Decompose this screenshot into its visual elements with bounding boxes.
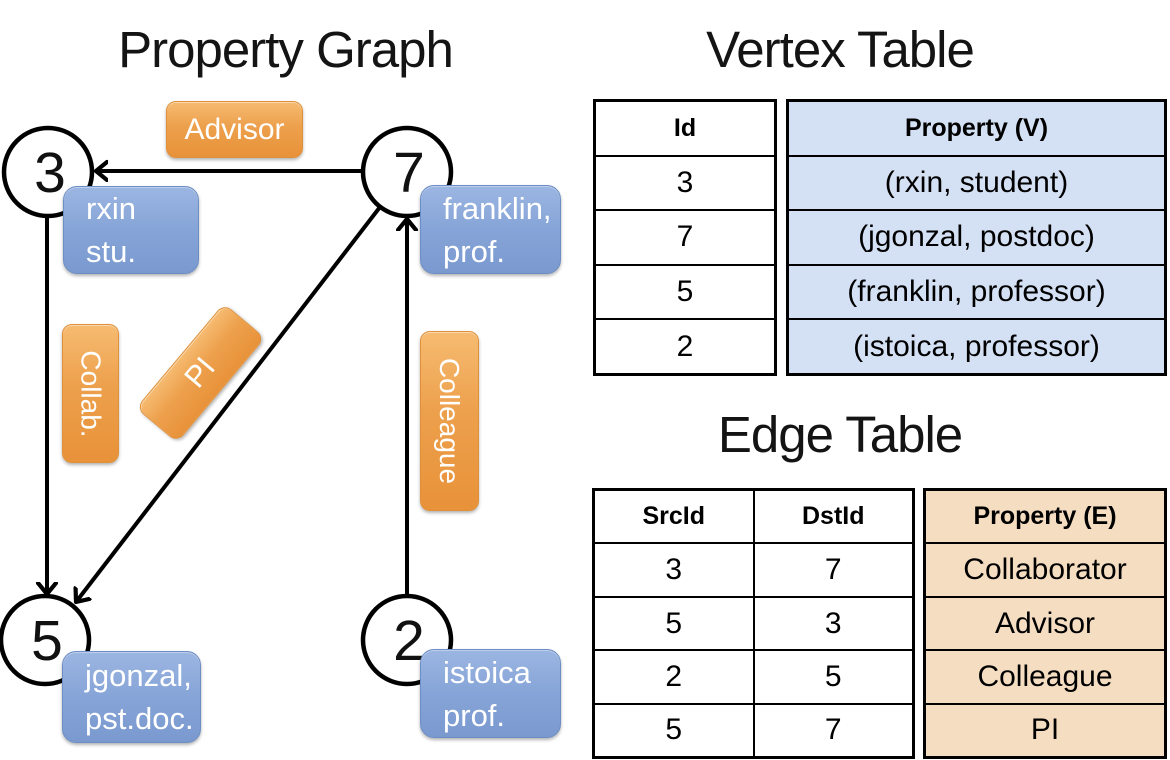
edge-label-text: Colleague [434, 357, 466, 485]
table-row: 3 7 [595, 542, 912, 596]
table-row: Collaborator [926, 542, 1164, 595]
vertex-card-line: franklin, [443, 190, 552, 226]
vertex-card-line: prof. [443, 697, 506, 733]
vertex-card-line: pst.doc. [85, 701, 194, 736]
vertex-table-id-header: Id [673, 113, 697, 142]
table-row: (jgonzal, postdoc) [789, 209, 1164, 264]
edge-dst-cell: 7 [824, 553, 842, 587]
edge-src-cell: 2 [595, 651, 755, 703]
vertex-id-cell: 5 [676, 275, 694, 309]
node-id-label: 7 [393, 141, 425, 205]
edge-src-cell: 3 [595, 544, 755, 596]
vertex-id-cell: 2 [676, 329, 694, 363]
edge-src-cell: 5 [595, 704, 755, 757]
edge-table-id-columns: SrcId DstId 3 7 5 3 2 5 5 7 [592, 488, 915, 759]
vertex-table-title: Vertex Table [706, 21, 975, 78]
edge-table-srcid-header: SrcId [595, 491, 755, 543]
vertex-card-jgonzal: jgonzal, pst.doc. [62, 651, 201, 743]
edge-label-text: PI [178, 351, 222, 395]
table-row: 5 3 [595, 595, 912, 650]
vertex-property-cell: (rxin, student) [884, 165, 1069, 199]
edge-dst-cell: 7 [824, 713, 842, 747]
vertex-card-line: jgonzal, [85, 658, 192, 693]
table-row: 2 [596, 318, 774, 373]
table-row: Advisor [926, 595, 1164, 649]
vertex-table-property-column: Property (V) (rxin, student) (jgonzal, p… [786, 99, 1167, 376]
table-row: PI [926, 702, 1164, 756]
vertex-table-property-header: Property (V) [904, 113, 1049, 142]
vertex-table-id-column: Id 3 7 5 2 [593, 99, 777, 376]
table-row: Colleague [926, 649, 1164, 702]
edge-label-colleague: Colleague [420, 331, 479, 511]
edge-label-text: Advisor [184, 112, 285, 146]
table-row: (istoica, professor) [789, 318, 1164, 373]
vertex-card-franklin: franklin, prof. [420, 185, 561, 274]
table-row: 7 [596, 209, 774, 264]
edge-table-property-header: Property (E) [973, 502, 1117, 531]
vertex-card-line: istoica [443, 654, 531, 690]
edge-dst-cell: 3 [824, 606, 842, 640]
vertex-property-cell: (franklin, professor) [847, 275, 1106, 309]
edge-property-cell: Collaborator [963, 553, 1127, 587]
vertex-card-line: rxin [86, 191, 136, 226]
table-row: (rxin, student) [789, 154, 1164, 210]
edge-5-to-7-pi [76, 205, 382, 602]
edge-property-cell: PI [1030, 713, 1060, 747]
node-id-label: 2 [393, 609, 425, 673]
vertex-card-line: prof. [443, 233, 506, 269]
table-row: 2 5 [595, 649, 912, 703]
node-id-label: 5 [31, 609, 63, 673]
vertex-property-cell: (istoica, professor) [853, 329, 1100, 363]
edge-table-title: Edge Table [717, 406, 963, 463]
edge-label-text: Collab. [75, 349, 107, 438]
vertex-property-cell: (jgonzal, postdoc) [858, 220, 1095, 254]
vertex-card-rxin: rxin stu. [63, 186, 199, 274]
vertex-id-cell: 3 [676, 165, 694, 199]
edge-table-property-column: Property (E) Collaborator Advisor Collea… [923, 488, 1167, 759]
node-id-label: 3 [34, 141, 66, 205]
table-row: 5 [596, 263, 774, 319]
vertex-card-line: stu. [86, 234, 136, 269]
edge-label-advisor: Advisor [166, 101, 303, 158]
edge-property-cell: Colleague [977, 659, 1113, 693]
edge-src-cell: 5 [595, 597, 755, 650]
vertex-card-istoica: istoica prof. [420, 649, 561, 738]
edge-dst-cell: 5 [824, 659, 842, 693]
edge-property-cell: Advisor [994, 606, 1096, 640]
table-row: 3 [596, 154, 774, 210]
table-row: (franklin, professor) [789, 263, 1164, 319]
edge-table-dstid-header: DstId [802, 502, 865, 531]
property-graph-title: Property Graph [118, 21, 454, 78]
table-row: 5 7 [595, 702, 912, 757]
vertex-id-cell: 7 [676, 220, 694, 254]
edge-label-collab: Collab. [62, 324, 119, 463]
